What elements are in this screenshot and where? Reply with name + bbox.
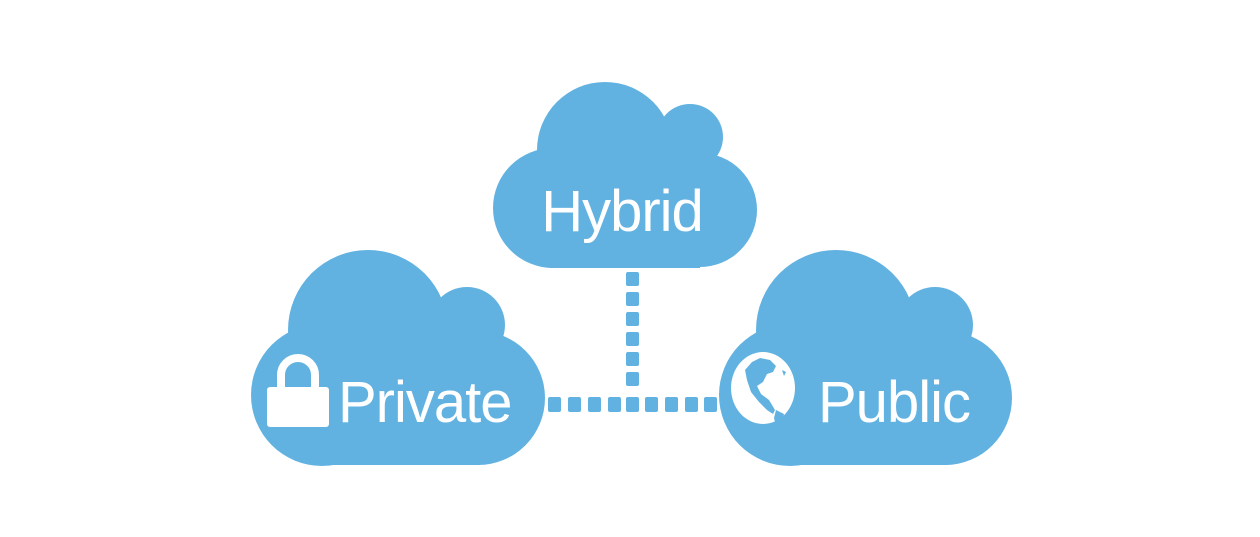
lock-icon [267,354,329,427]
horizontal-dotted-connector [548,397,717,412]
hybrid-cloud [493,82,757,268]
vertical-dotted-connector [626,272,639,386]
private-label: Private [338,370,512,435]
hybrid-label: Hybrid [541,179,703,244]
globe-icon [731,352,795,426]
public-label: Public [818,370,970,435]
